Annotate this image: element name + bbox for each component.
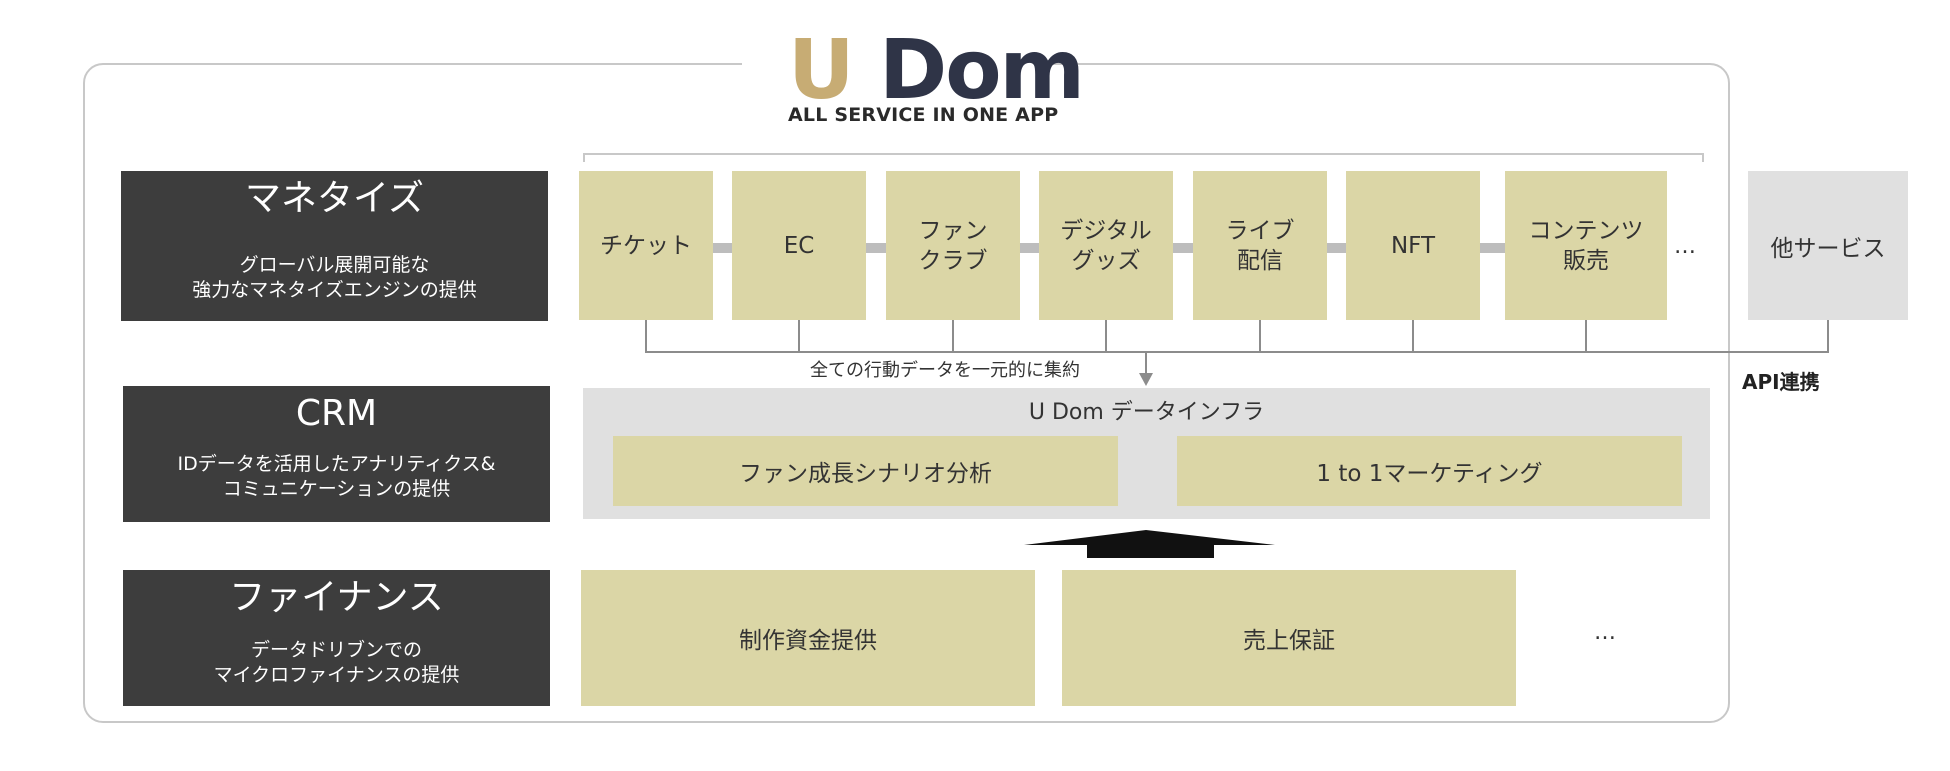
service-fanclub: ファン クラブ [886, 171, 1020, 320]
service-digital-goods: デジタル グッズ [1039, 171, 1173, 320]
category-crm: CRM IDデータを活用したアナリティクス& コミュニケーションの提供 [123, 386, 550, 522]
collector-lines [645, 320, 1829, 374]
service-nft: NFT [1346, 171, 1480, 320]
infra-fan-growth: ファン成長シナリオ分析 [613, 436, 1118, 506]
category-finance: ファイナンス データドリブンでの マイクロファイナンスの提供 [123, 570, 550, 706]
service-ec: EC [732, 171, 866, 320]
data-infra: U Dom データインフラ ファン成長シナリオ分析 1 to 1マーケティング [583, 388, 1710, 519]
service-arrows [702, 236, 1516, 260]
udom-logo: U Dom ALL SERVICE IN ONE APP [742, 20, 1085, 132]
other-service: 他サービス [1748, 171, 1908, 320]
collector-arrowhead [1139, 373, 1153, 386]
services-more: … [1674, 234, 1696, 259]
arrow-6 [1469, 236, 1516, 260]
finance-revenue-guarantee: 売上保証 [1062, 570, 1516, 706]
logo-wordmark: U Dom [788, 23, 1085, 118]
arrow-4 [1162, 236, 1209, 260]
service-live: ライブ 配信 [1193, 171, 1327, 320]
service-ticket: チケット [579, 171, 713, 320]
logo-tagline: ALL SERVICE IN ONE APP [788, 104, 1059, 126]
api-label: API連携 [1742, 370, 1820, 394]
aggregate-note: 全ての行動データを一元的に集約 [810, 360, 1080, 381]
finance-more: … [1594, 620, 1616, 645]
data-infra-title: U Dom データインフラ [1028, 400, 1265, 425]
arrow-2 [855, 236, 902, 260]
up-arrow [1024, 530, 1275, 558]
infra-one-to-one: 1 to 1マーケティング [1177, 436, 1682, 506]
arrow-3 [1008, 236, 1055, 260]
category-monetize: マネタイズ グローバル展開可能な 強力なマネタイズエンジンの提供 [121, 171, 548, 321]
finance-production-funding: 制作資金提供 [581, 570, 1035, 706]
services-bracket [583, 153, 1704, 162]
arrow-5 [1316, 236, 1363, 260]
arrow-1 [702, 236, 749, 260]
service-content-sales: コンテンツ 販売 [1505, 171, 1667, 320]
